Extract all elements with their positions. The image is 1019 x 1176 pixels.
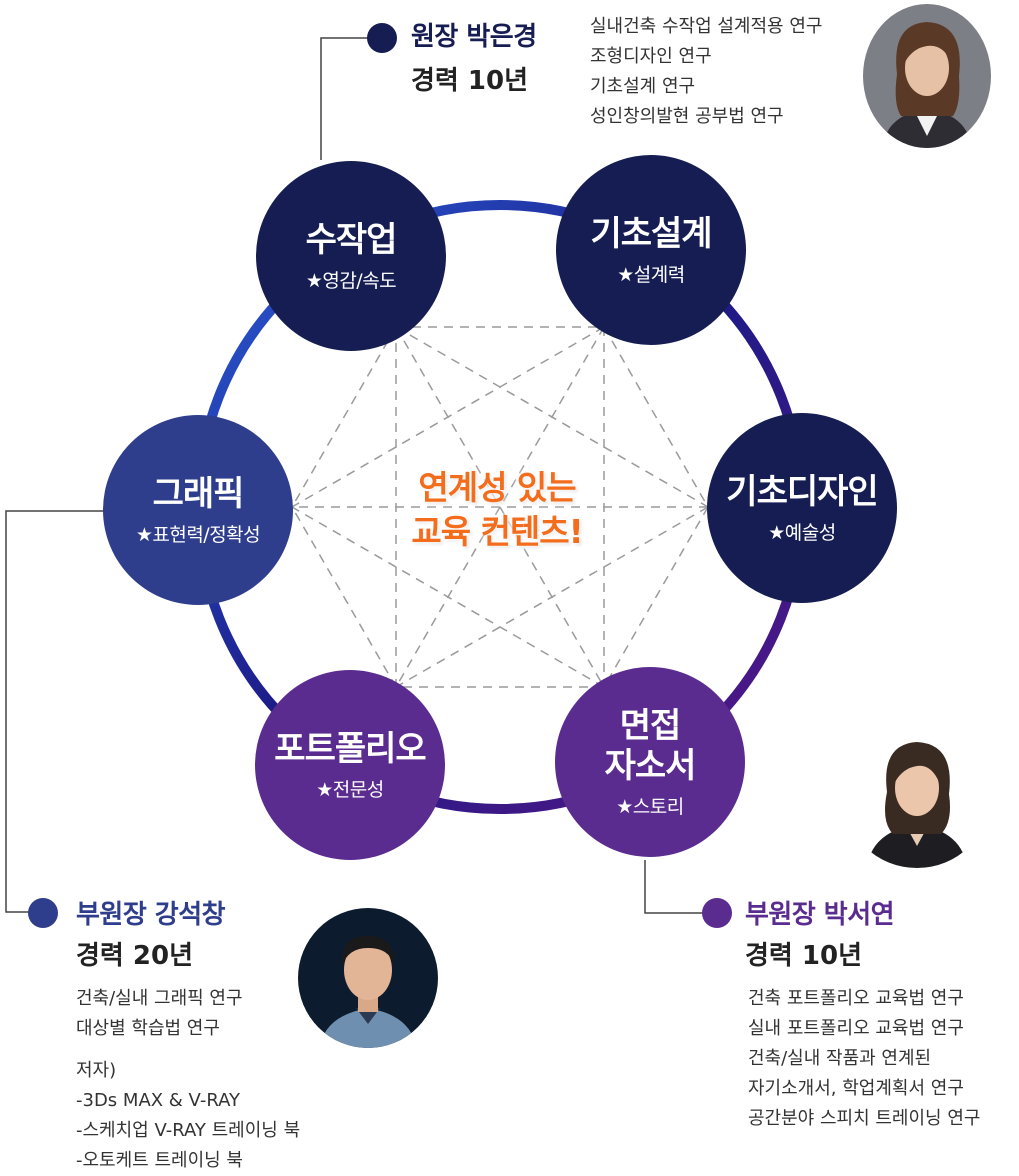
list-item: 대상별 학습법 연구	[76, 1018, 220, 1039]
node-graphic: 그래픽 ★표현력/정확성	[103, 415, 293, 605]
node-basic-design-plan: 기초설계 ★설계력	[556, 155, 746, 345]
vice-kang-research-list: 건축/실내 그래픽 연구 대상별 학습법 연구	[76, 984, 243, 1044]
node-title: 기초디자인	[726, 471, 878, 512]
node-title: 그래픽	[152, 473, 245, 514]
node-subtitle: ★설계력	[617, 263, 685, 286]
list-item: 성인창의발현 공부법 연구	[590, 106, 784, 127]
node-subtitle: ★영감/속도	[305, 269, 397, 292]
list-item: 기초설계 연구	[590, 76, 696, 97]
list-item: 건축 포트폴리오 교육법 연구	[748, 988, 964, 1009]
woman-portrait-icon	[863, 4, 991, 148]
list-item: -3Ds MAX & V-RAY	[76, 1090, 241, 1111]
director-research-list: 실내건축 수작업 설계적용 연구 조형디자인 연구 기초설계 연구 성인창의발현…	[590, 12, 822, 132]
list-item: 실내 포트폴리오 교육법 연구	[748, 1018, 964, 1039]
list-item: 실내건축 수작업 설계적용 연구	[590, 16, 823, 37]
director-marker	[367, 23, 397, 53]
node-subtitle: ★전문성	[316, 778, 384, 801]
list-item: -오토케트 트레이닝 북	[76, 1150, 243, 1171]
vice-park-career: 경력 10년	[745, 941, 862, 971]
connection-lines	[291, 326, 709, 688]
director-name: 원장 박은경	[411, 22, 537, 52]
node-basic-design: 기초디자인 ★예술성	[707, 413, 897, 603]
node-interview: 면접 자소서 ★스토리	[555, 667, 745, 857]
vice-kang-name: 부원장 강석창	[76, 900, 226, 930]
node-title: 수작업	[305, 219, 398, 260]
connector-lines	[5, 37, 714, 914]
list-item: 공간분야 스피치 트레이닝 연구	[748, 1108, 981, 1129]
node-handwork: 수작업 ★영감/속도	[256, 161, 446, 351]
vice-park-marker	[702, 898, 732, 928]
list-item: 저자)	[76, 1060, 117, 1081]
center-slogan: 연계성 있는 교육 컨텐츠!	[411, 468, 583, 551]
list-item: 조형디자인 연구	[590, 46, 712, 67]
man-portrait-icon	[298, 908, 438, 1048]
vice-park-research-list: 건축 포트폴리오 교육법 연구 실내 포트폴리오 교육법 연구 건축/실내 작품…	[748, 984, 980, 1134]
list-item: -스케치업 V-RAY 트레이닝 북	[76, 1120, 301, 1141]
node-title: 면접 자소서	[604, 705, 697, 786]
node-subtitle: ★스토리	[616, 795, 684, 818]
list-item: 건축/실내 작품과 연계된	[748, 1048, 932, 1069]
list-item: 자기소개서, 학업계획서 연구	[748, 1078, 964, 1099]
vice-kang-career: 경력 20년	[76, 941, 193, 971]
node-portfolio: 포트폴리오 ★전문성	[255, 670, 445, 860]
list-item: 건축/실내 그래픽 연구	[76, 988, 243, 1009]
vice-kang-books-list: 저자) -3Ds MAX & V-RAY -스케치업 V-RAY 트레이닝 북 …	[76, 1056, 300, 1176]
node-subtitle: ★표현력/정확성	[135, 523, 261, 546]
node-subtitle: ★예술성	[768, 521, 836, 544]
vice-kang-marker	[28, 898, 58, 928]
vice-park-name: 부원장 박서연	[745, 900, 895, 930]
node-title: 기초설계	[590, 213, 712, 254]
node-title: 포트폴리오	[274, 728, 426, 769]
director-career: 경력 10년	[411, 66, 528, 96]
woman-portrait-icon	[843, 722, 991, 868]
